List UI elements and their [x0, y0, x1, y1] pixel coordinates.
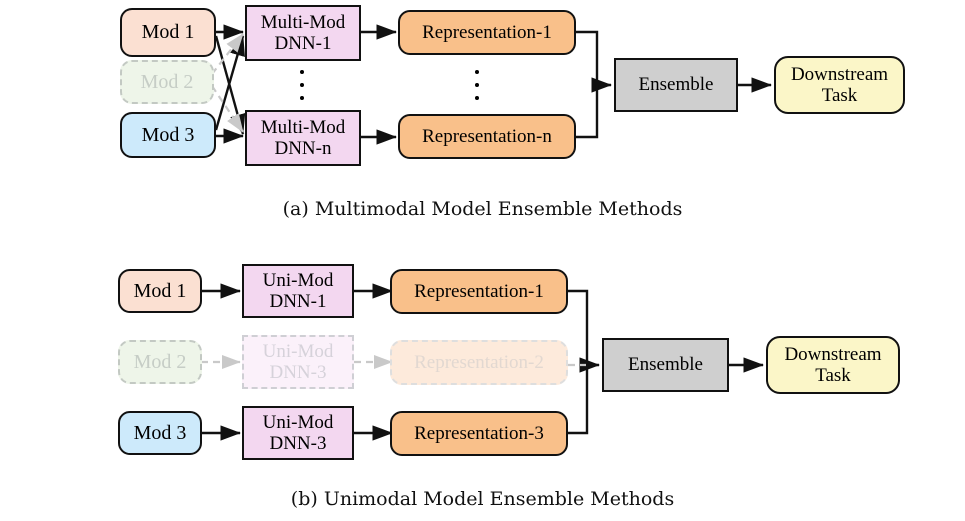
panel-b-downstream-task[interactable]: Downstream Task — [766, 336, 900, 394]
panel-a-representation-1[interactable]: Representation-1 — [398, 10, 576, 55]
panel-b-ensemble[interactable]: Ensemble — [602, 338, 729, 392]
panel-a-caption: (a) Multimodal Model Ensemble Methods — [282, 198, 683, 220]
panel-b-modality-3[interactable]: Mod 3 — [118, 411, 202, 455]
panel-b-representation-3[interactable]: Representation-3 — [390, 411, 568, 456]
edge-mod2-to-dnn1-faded — [211, 33, 244, 75]
panel-b-model-1[interactable]: Uni-Mod DNN-1 — [242, 264, 354, 318]
panel-b-model-2-faded[interactable]: Uni-Mod DNN-3 — [242, 335, 354, 389]
panel-a-model-1[interactable]: Multi-Mod DNN-1 — [245, 5, 361, 61]
edge-repr1-to-ensemble — [576, 30, 612, 93]
panel-a-modality-3[interactable]: Mod 3 — [120, 112, 216, 158]
edge-reprn-to-bus — [576, 85, 599, 139]
edge-mod1-to-dnnn — [214, 35, 246, 135]
edge-b-repr1-to-ensemble — [568, 289, 600, 373]
panel-b-caption: (b) Unimodal Model Ensemble Methods — [290, 488, 675, 510]
panel-a-ensemble[interactable]: Ensemble — [614, 58, 738, 112]
panel-a-downstream-task[interactable]: Downstream Task — [774, 56, 905, 114]
panel-a-models-ellipsis — [299, 70, 305, 100]
panel-a-model-n[interactable]: Multi-Mod DNN-n — [245, 110, 361, 166]
panel-b-modality-2-faded[interactable]: Mod 2 — [118, 340, 202, 384]
panel-a-representations-ellipsis — [474, 70, 480, 100]
panel-b-modality-1[interactable]: Mod 1 — [118, 269, 202, 313]
panel-b-representation-2-faded[interactable]: Representation-2 — [390, 340, 568, 385]
panel-a-modality-1[interactable]: Mod 1 — [120, 8, 216, 57]
edge-mod3-to-dnn1 — [214, 35, 245, 131]
panel-b-representation-1[interactable]: Representation-1 — [390, 269, 568, 314]
panel-a-modality-2-faded[interactable]: Mod 2 — [120, 60, 214, 104]
edge-mod2-to-dnnn-faded — [211, 85, 244, 133]
panel-b-model-3[interactable]: Uni-Mod DNN-3 — [242, 406, 354, 460]
edge-b-repr3-to-bus — [568, 365, 589, 435]
panel-a-representation-n[interactable]: Representation-n — [398, 114, 576, 159]
